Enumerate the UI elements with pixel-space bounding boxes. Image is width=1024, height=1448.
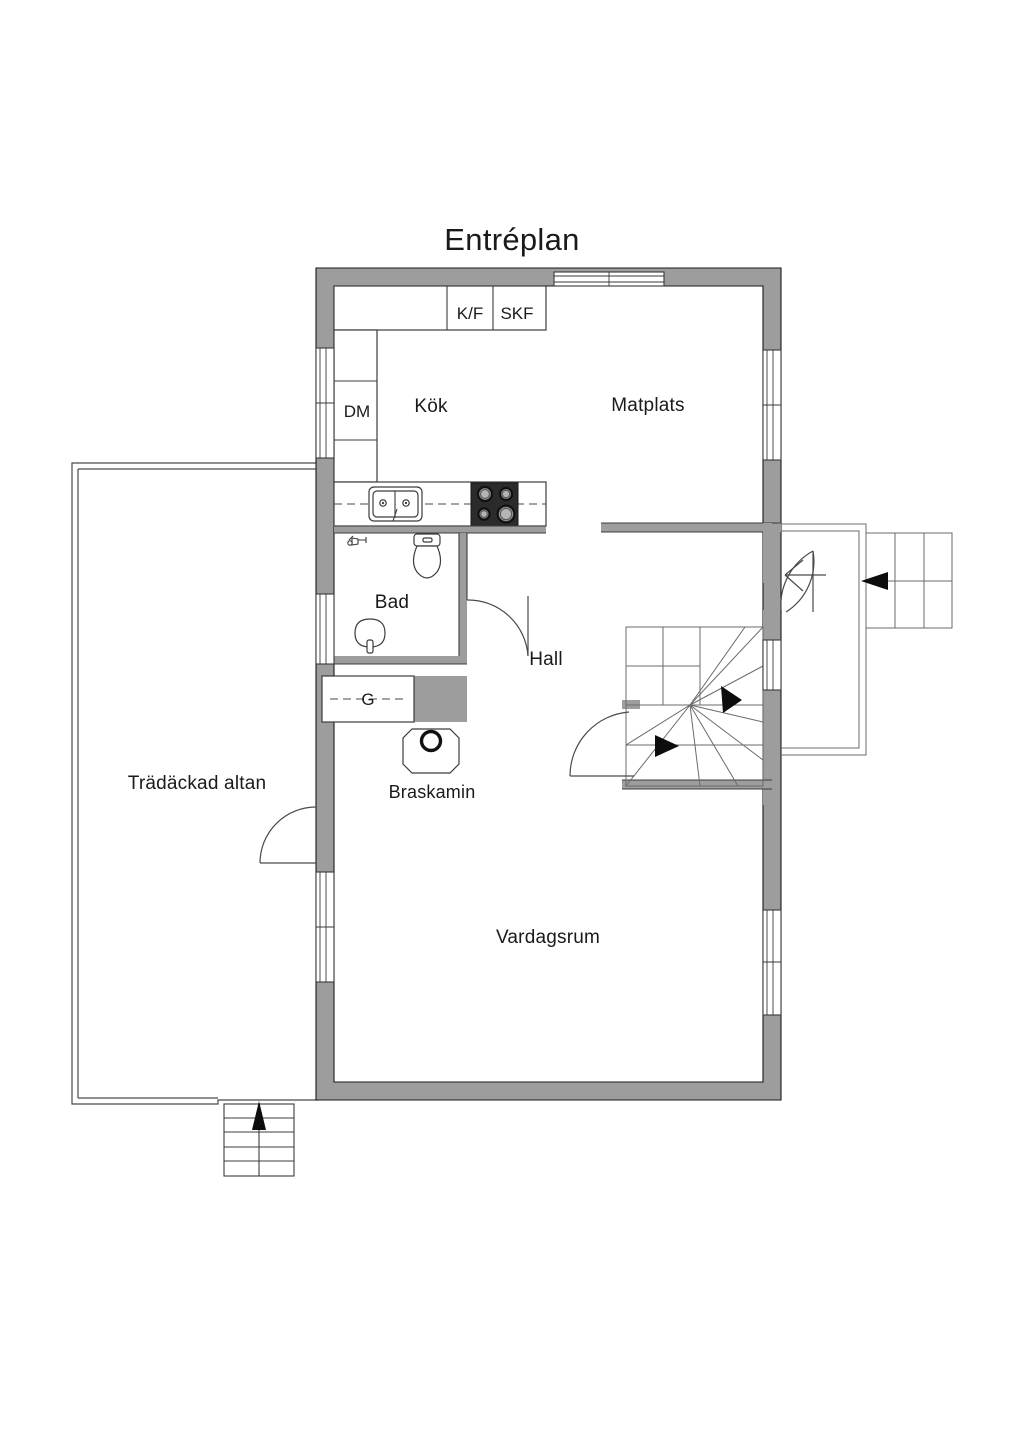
room-label-hall: Hall (529, 649, 563, 670)
bathroom-window (315, 593, 335, 665)
dining-window (762, 349, 782, 461)
deck-door[interactable] (259, 806, 317, 864)
entry-steps-direction-arrow (861, 572, 888, 590)
interior-winder-staircase (625, 626, 764, 787)
kitchen-w-window (315, 347, 335, 459)
room-label-bad: Bad (375, 592, 409, 613)
washbasin-icon (354, 618, 386, 654)
entry-steps (861, 532, 953, 629)
hall-window (762, 639, 782, 691)
living-window (762, 909, 782, 1016)
water-outlet-icon (347, 535, 367, 546)
hall-partitions (601, 522, 781, 805)
room-label-altan: Trädäckad altan (128, 773, 267, 794)
dishwasher-label: DM (344, 402, 370, 421)
room-label-kok: Kök (414, 396, 448, 417)
cabinet-skf-label: SKF (500, 304, 533, 323)
kitchen-window (553, 271, 665, 287)
sink-icon (368, 486, 423, 522)
bathroom-walls: G (321, 533, 468, 723)
front-door[interactable] (780, 550, 826, 613)
fireplace-icon (402, 728, 460, 774)
bathroom-door[interactable] (466, 596, 529, 657)
stair-door[interactable] (569, 711, 634, 777)
room-label-matplats: Matplats (611, 395, 684, 416)
deck-steps (223, 1101, 295, 1177)
stair-direction-arrow-upper (721, 686, 742, 713)
stair-direction-arrow-lower (655, 735, 679, 757)
living-w-window (315, 871, 335, 983)
wardrobe-label: G (361, 690, 374, 709)
deck-steps-direction-arrow (252, 1101, 266, 1130)
stove-icon (470, 482, 519, 527)
fireplace-label: Braskamin (389, 782, 476, 802)
page-title: Entréplan (444, 222, 579, 257)
room-label-vardagsrum: Vardagsrum (496, 927, 600, 948)
fridge-freezer-label: K/F (457, 304, 483, 323)
toilet-icon (412, 533, 442, 579)
